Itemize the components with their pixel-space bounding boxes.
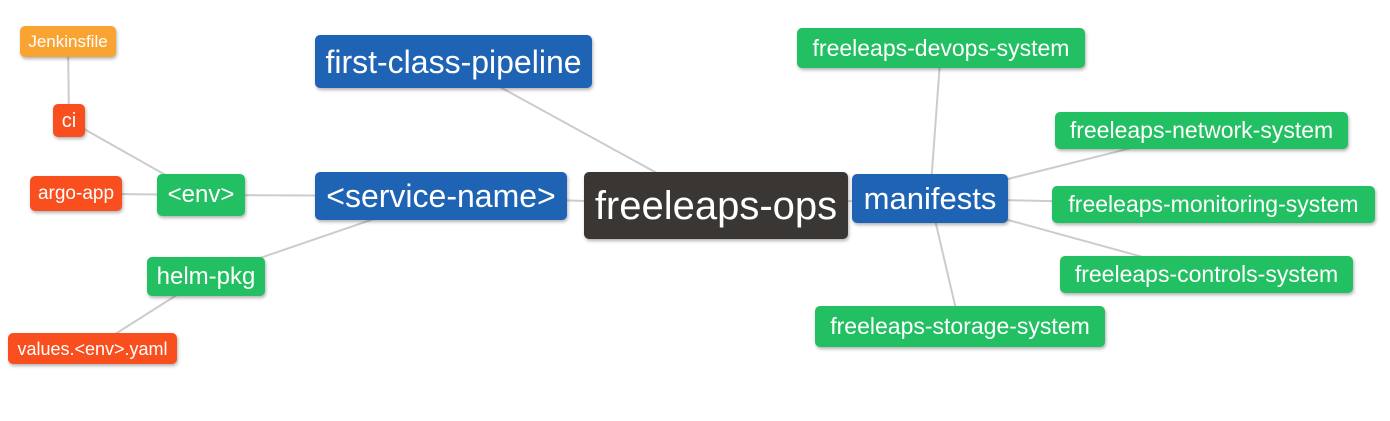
node-freeleaps-network-system[interactable]: freeleaps-network-system bbox=[1055, 112, 1348, 149]
node-freeleaps-monitoring-system[interactable]: freeleaps-monitoring-system bbox=[1052, 186, 1375, 223]
node-freeleaps-storage-system[interactable]: freeleaps-storage-system bbox=[815, 306, 1105, 347]
node-helm-pkg[interactable]: helm-pkg bbox=[147, 257, 265, 296]
node-service-name[interactable]: <service-name> bbox=[315, 172, 567, 220]
node-jenkinsfile[interactable]: Jenkinsfile bbox=[20, 26, 116, 57]
node-manifests[interactable]: manifests bbox=[852, 174, 1008, 223]
node-argo-app[interactable]: argo-app bbox=[30, 176, 122, 211]
node-first-class-pipeline[interactable]: first-class-pipeline bbox=[315, 35, 592, 88]
node-ci[interactable]: ci bbox=[53, 104, 85, 137]
node-values-env-yaml[interactable]: values.<env>.yaml bbox=[8, 333, 177, 364]
edge-freeleaps-devops-system--manifests bbox=[929, 47, 942, 199]
node-freeleaps-ops[interactable]: freeleaps-ops bbox=[584, 172, 848, 239]
node-freeleaps-controls-system[interactable]: freeleaps-controls-system bbox=[1060, 256, 1353, 293]
node-env[interactable]: <env> bbox=[157, 174, 245, 216]
node-freeleaps-devops-system[interactable]: freeleaps-devops-system bbox=[797, 28, 1085, 68]
